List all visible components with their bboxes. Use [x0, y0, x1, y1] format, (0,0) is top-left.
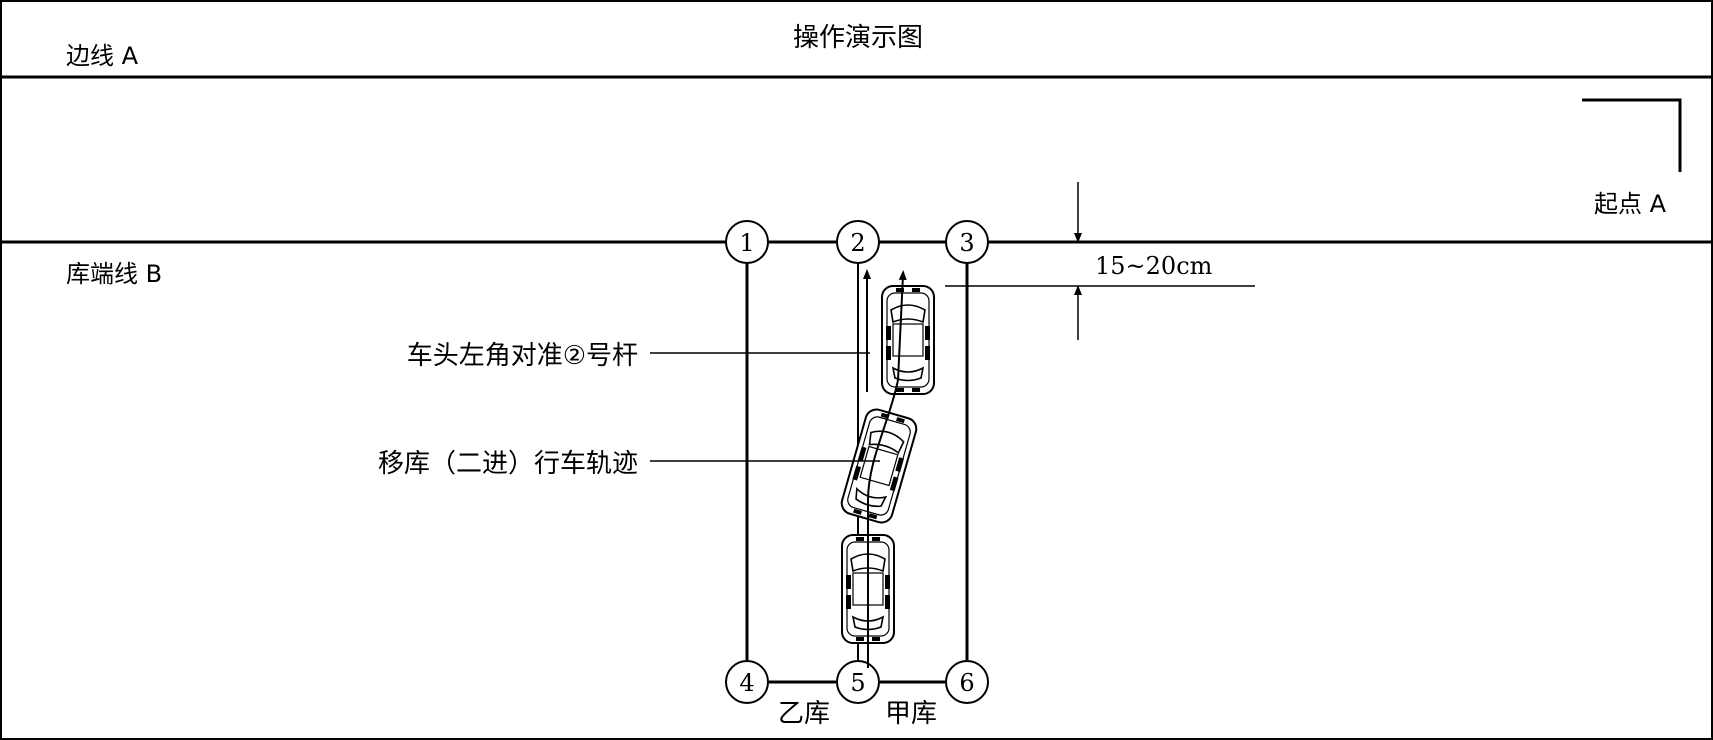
garage-jia-label: 甲库 — [885, 699, 937, 729]
pole-6: 6 — [945, 660, 989, 704]
callout-track-label: 移库（二进）行车轨迹 — [378, 449, 638, 479]
distance-label: 15~20cm — [1095, 252, 1213, 280]
start-point-label: 起点 A — [1594, 190, 1667, 218]
pole-1-label: 1 — [739, 229, 754, 257]
side-line-label: 边线 A — [66, 42, 139, 70]
car-top — [881, 285, 935, 395]
car-middle — [838, 405, 920, 527]
callout-head-label: 车头左角对准②号杆 — [407, 341, 638, 371]
pole-4: 4 — [725, 660, 769, 704]
driving-track-path — [867, 270, 907, 668]
pole-6-label: 6 — [959, 669, 974, 697]
pole-2: 2 — [836, 220, 880, 264]
diagram-title: 操作演示图 — [793, 23, 923, 53]
garage-end-line-label: 库端线 B — [66, 260, 162, 288]
garage-yi-label: 乙库 — [778, 699, 830, 729]
pole-3-label: 3 — [959, 229, 974, 257]
pole-5-label: 5 — [850, 669, 865, 697]
pole-4-label: 4 — [739, 669, 754, 697]
pole-2-label: 2 — [850, 229, 865, 257]
pole-1: 1 — [725, 220, 769, 264]
start-point-marker — [1582, 98, 1682, 172]
pole-5: 5 — [836, 660, 880, 704]
pole-3: 3 — [945, 220, 989, 264]
